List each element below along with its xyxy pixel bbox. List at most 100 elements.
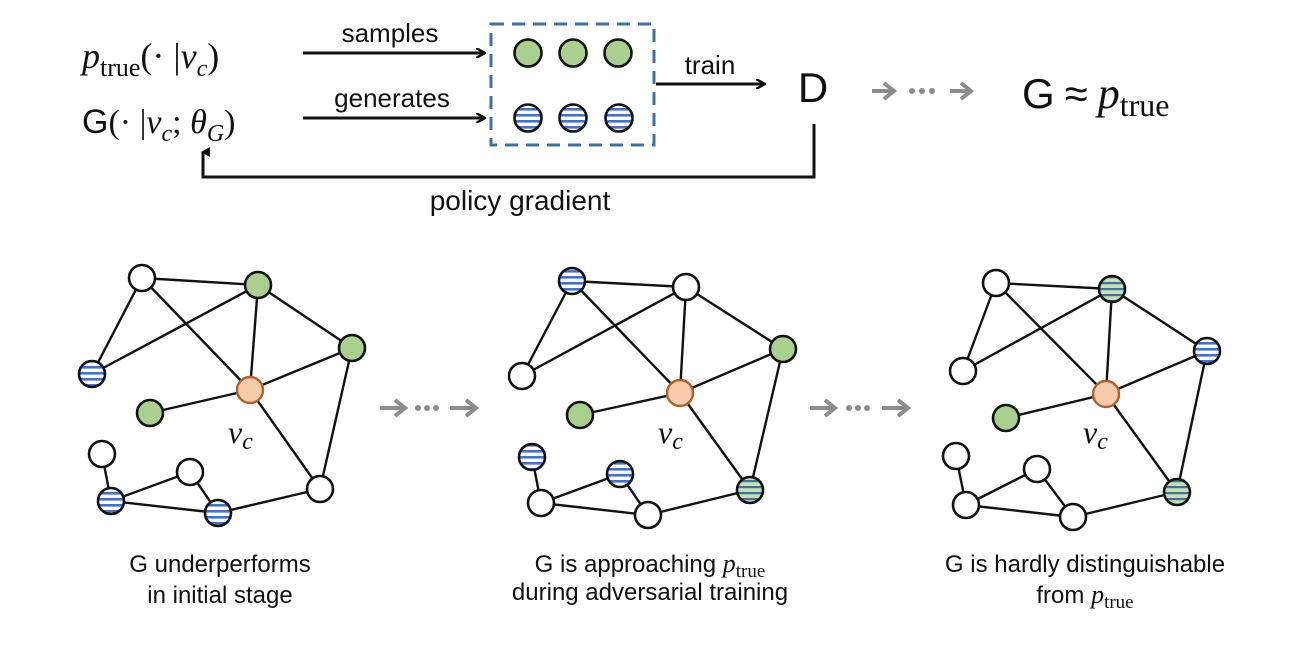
ellipsis-dots-1 (415, 405, 439, 411)
graph-edge (1105, 349, 1208, 396)
svg-text:vc: vc (1083, 414, 1108, 455)
graph-node-green (768, 334, 798, 364)
graph-edge (520, 280, 574, 377)
graph-edge (1005, 392, 1107, 420)
samples-box (489, 22, 656, 147)
train-label: train (685, 50, 736, 80)
graph-node-white (305, 474, 335, 504)
graph-node-white (87, 439, 117, 469)
convergence-result-label: G≈ptrue (1022, 69, 1169, 123)
center-node-label-3: vc (1083, 414, 1108, 455)
graph-stages (77, 263, 1222, 532)
center-node (665, 378, 695, 408)
real-sample-node (513, 38, 543, 68)
ellipsis-dots-top (909, 88, 935, 94)
graph-edge (571, 279, 687, 289)
graph-node-white (941, 441, 971, 471)
graph-node-white (507, 361, 537, 391)
real-sample-node (558, 38, 588, 68)
graph-edge (678, 286, 688, 394)
svg-text:vc: vc (228, 414, 253, 455)
graph-node-white (951, 490, 981, 520)
graph-node-white (127, 263, 157, 293)
graph-edge (571, 280, 681, 394)
graph-edge (961, 282, 998, 372)
graph-edge (748, 348, 785, 491)
graph-node-blue (1192, 336, 1222, 366)
generated-sample-node (558, 103, 588, 133)
graph-node-green-striped (1097, 274, 1127, 304)
discriminator-label: D (798, 64, 828, 111)
graph-edge (149, 388, 251, 415)
caption-stage-1-line-1: G underperforms (129, 551, 310, 578)
graph-node-blue (557, 266, 587, 296)
graph-node-white (1022, 454, 1052, 484)
gray-progress-arrow-2 (810, 398, 912, 418)
caption-stage-2-line-2: during adversarial training (512, 579, 788, 606)
graph-node-blue (77, 359, 107, 389)
caption-stage-1-line-2: in initial stage (147, 582, 292, 609)
ellipsis-dots-2 (846, 405, 870, 411)
graph-edge (110, 499, 219, 515)
graph-edge (1175, 350, 1209, 493)
graph-node-white (981, 268, 1011, 298)
graph-edge (521, 285, 687, 378)
graph-edge (579, 391, 681, 417)
graph-node-blue (605, 459, 635, 489)
graph-stage-3 (941, 268, 1222, 532)
real-samples-group (513, 38, 633, 68)
graph-stage-1 (77, 263, 367, 528)
gray-progress-arrow-top (872, 81, 975, 101)
graph-edge (318, 347, 354, 490)
graph-edge (217, 487, 321, 515)
graph-node-white (526, 488, 556, 518)
caption-stage-2-line-1: G is approaching ptrue (535, 549, 766, 582)
generates-label: generates (334, 83, 450, 113)
policy-gradient-label: policy gradient (430, 185, 611, 216)
graph-node-white (633, 500, 663, 530)
center-node-label-2: vc (658, 414, 683, 455)
graph-edge (90, 277, 144, 375)
graph-edge (540, 501, 649, 517)
graph-edge (679, 347, 784, 395)
generated-sample-node (604, 103, 634, 133)
caption-stage-3-line-2: from ptrue (1036, 580, 1133, 613)
svg-text:ptrue(· |vc): ptrue(· |vc) (79, 36, 219, 82)
graph-edge (995, 282, 1107, 395)
svg-text:vc: vc (658, 414, 683, 455)
graph-node-green (337, 333, 367, 363)
caption-stage-3-line-1: G is hardly distinguishable (945, 551, 1225, 578)
real-sample-node (603, 38, 633, 68)
graph-edge (141, 276, 259, 287)
generated-sample-node (513, 103, 543, 133)
graph-edge (685, 285, 784, 351)
graph-node-green (135, 398, 165, 428)
graph-node-green-striped (735, 475, 765, 505)
graph-edge (1104, 288, 1114, 395)
graph-node-blue (203, 498, 233, 528)
graph-edge (995, 281, 1113, 291)
generator-label: G(· |vc; θG) (82, 103, 235, 147)
generated-samples-group (513, 103, 634, 133)
graph-edge (1111, 287, 1208, 353)
graph-node-green (565, 400, 595, 430)
graph-node-white (671, 272, 701, 302)
graph-edge (257, 284, 353, 349)
graph-edge (1072, 490, 1178, 519)
graph-edge (141, 277, 251, 391)
center-node (1091, 379, 1121, 409)
gray-progress-arrow-1 (380, 398, 480, 418)
graph-edge (647, 488, 751, 517)
graph-node-green (991, 403, 1021, 433)
graph-edge (248, 284, 260, 391)
graph-edge (679, 392, 751, 491)
graph-edge (962, 287, 1113, 373)
policy-gradient-arrow (201, 124, 816, 179)
graph-edge (1105, 393, 1178, 493)
graph-edge (91, 283, 259, 376)
svg-text:G(· |vc; θG): G(· |vc; θG) (82, 103, 235, 147)
graph-node-white (175, 457, 205, 487)
ptrue-distribution-label: ptrue(· |vc) (79, 36, 219, 82)
graph-edge (249, 346, 353, 392)
